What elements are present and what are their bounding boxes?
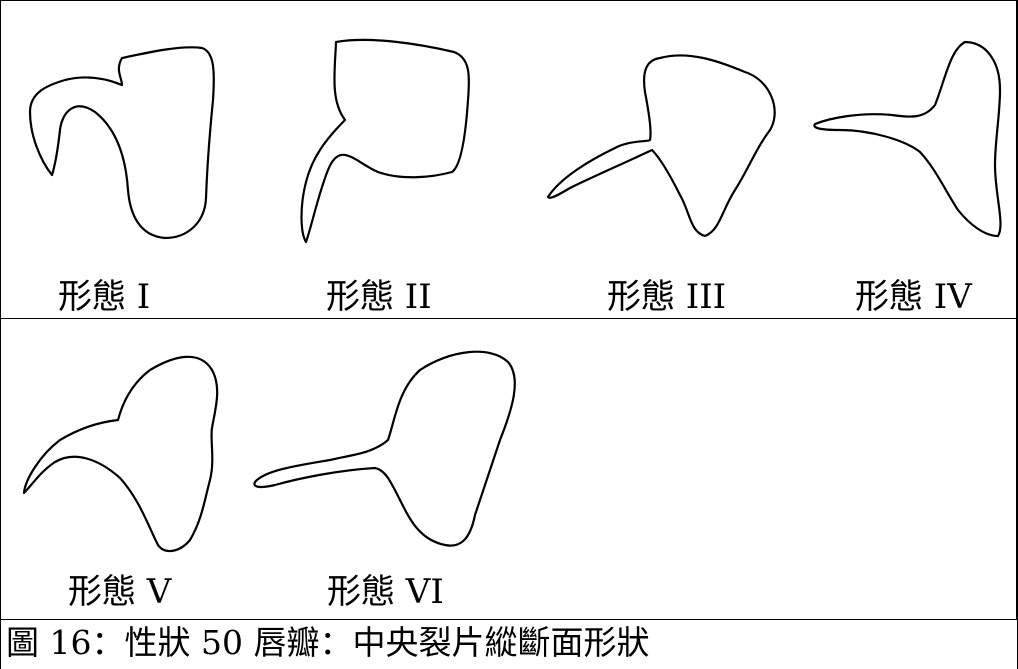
label-form-4: 形態 IV [855, 277, 972, 317]
label-form-3: 形態 III [607, 277, 727, 317]
label-form-5: 形態 V [68, 572, 172, 612]
label-form-1: 形態 I [58, 277, 151, 317]
caption-left-border [0, 620, 1, 669]
outline-form-2 [300, 38, 471, 244]
outline-form-5 [22, 355, 219, 553]
figure-caption: 圖 16：性狀 50 唇瓣：中央裂片縱斷面形狀 [6, 623, 650, 662]
row-divider [0, 318, 1018, 319]
outline-form-1 [28, 46, 215, 240]
outline-form-4 [813, 40, 1002, 238]
figure-frame [0, 0, 1017, 620]
label-form-2: 形態 II [326, 277, 432, 317]
outline-form-6 [253, 350, 516, 547]
label-form-6: 形態 VI [327, 572, 444, 612]
outline-form-3 [546, 54, 776, 238]
